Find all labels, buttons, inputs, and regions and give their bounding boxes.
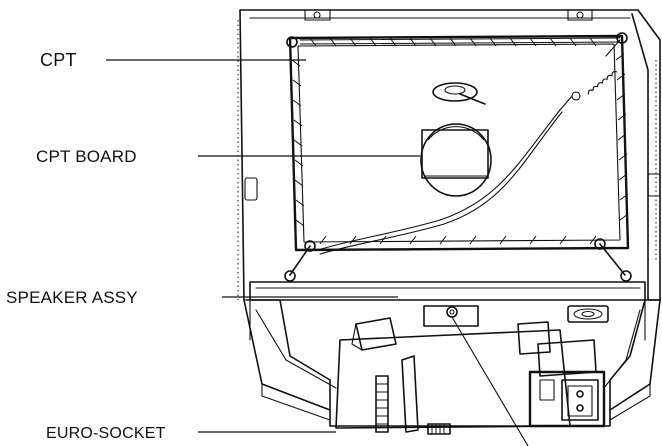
front-tray: [243, 299, 661, 446]
label-euro-socket: EURO-SOCKET: [46, 425, 166, 442]
cpt-board: [420, 123, 492, 197]
cpt-panel: [284, 32, 632, 282]
label-speaker-assy: SPEAKER ASSY: [6, 288, 138, 307]
pcb-component-column: [375, 375, 389, 433]
hv-lead-coil: [559, 39, 621, 111]
anode-cap: [432, 82, 486, 105]
cpt-frame-hatching: [291, 37, 629, 245]
label-cpt-board: CPT BOARD: [36, 147, 137, 166]
label-cpt: CPT: [40, 50, 77, 70]
speaker-shelf: [249, 281, 646, 341]
callout-leaders: [106, 59, 420, 433]
